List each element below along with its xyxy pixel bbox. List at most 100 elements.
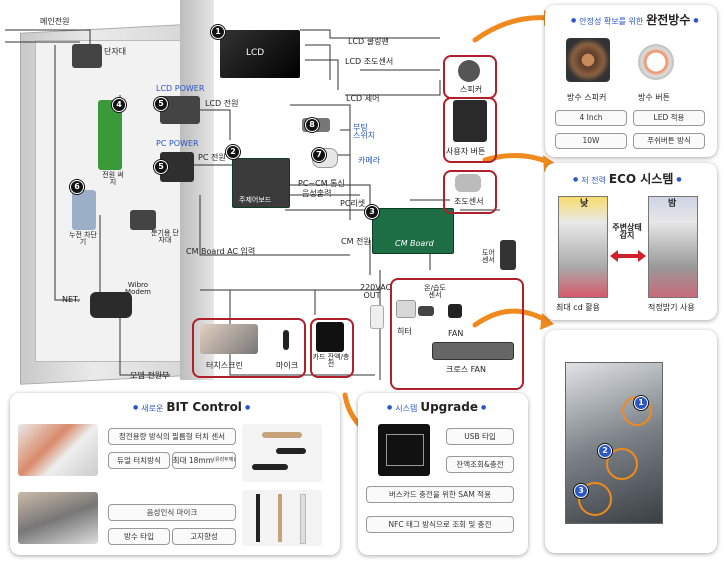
earth-breaker-device <box>72 190 96 230</box>
audio-output-label: 음성출력 <box>302 189 332 198</box>
balance-pill: 잔액조회&충전 <box>446 456 514 473</box>
waterproof-button-spec2: 푸쉬버튼 방식 <box>633 133 705 149</box>
door-sensor-label: 도어 센서 <box>482 249 495 264</box>
bit-touch-image <box>18 492 98 544</box>
pc-cm-comm-label: PC~CM 통신 <box>298 179 345 188</box>
user-button-device <box>453 100 487 142</box>
fan-label: FAN <box>448 329 464 338</box>
waterproof-speaker-spec2: 10W <box>555 133 627 149</box>
net-label: NET. <box>62 295 80 304</box>
dual-touch-pill: 듀얼 터치방식 <box>108 452 170 469</box>
badge-4: 4 <box>112 98 126 112</box>
max-size-text: 최대 18mm <box>172 455 214 465</box>
cm-board-label: CM Board <box>395 239 434 248</box>
booting-switch-label: 부팅 스위치 <box>353 123 376 140</box>
photo-badge-3: 3 <box>574 484 588 498</box>
bit-title-text: BIT Control <box>166 400 242 414</box>
waterproof-speaker-spec1: 4 Inch <box>555 110 627 126</box>
cross-fan-device <box>432 342 514 360</box>
eco-sense-label: 주변상태 감지 <box>612 223 642 240</box>
mic-image <box>242 424 322 482</box>
terminal-block-label: 단자대 <box>104 47 127 56</box>
temp-humidity-device <box>418 306 434 316</box>
cm-board-ac-label: CM Board AC 입력 <box>186 247 256 256</box>
sam-pill: 버스카드 충전을 위한 SAM 적용 <box>366 486 514 503</box>
eco-night-label: 밤 <box>668 199 677 209</box>
waterproof-type-pill: 방수 타입 <box>108 528 170 545</box>
light-sensor-highlight <box>443 170 497 214</box>
user-button-label: 사용자 버튼 <box>446 147 486 156</box>
nfc-pill: NFC 태그 방식으로 조회 및 충전 <box>366 516 514 533</box>
voice-mic-pill: 음성인식 마이크 <box>108 504 236 521</box>
upgrade-title-text: Upgrade <box>420 400 479 414</box>
card-reader-label: 카드 잔액/충전 <box>312 353 350 368</box>
heater-device <box>396 300 416 318</box>
fan-device <box>448 304 462 318</box>
waterproof-prefix: 안정성 확보를 위한 <box>579 17 644 26</box>
speaker-device <box>458 60 480 82</box>
lcd-power-title: LCD POWER <box>156 84 205 93</box>
wibro-modem-label: Wibro Modem <box>125 281 151 296</box>
cm-board: CM Board <box>372 208 454 254</box>
waterproof-button-spec1: LED 적용 <box>633 110 705 126</box>
speaker-label: 스피커 <box>460 85 483 94</box>
main-power-label: 메인전원 <box>40 17 70 26</box>
earth-breaker-label: 누전 차단기 <box>69 231 97 246</box>
branch-terminal-label: 분기용 단자대 <box>151 229 179 244</box>
main-board-label: 주제어보드 <box>239 196 272 204</box>
pc-power-title: PC POWER <box>156 139 199 148</box>
photo-ring-2 <box>606 448 638 480</box>
eco-prefix: 저 전력 <box>581 176 606 185</box>
branch-terminal-device <box>130 210 156 230</box>
ac-out-label: 220VAC OUT <box>360 283 392 300</box>
badge-5b: 5 <box>154 160 168 174</box>
badge-1: 1 <box>211 25 225 39</box>
badge-6: 6 <box>70 180 84 194</box>
camera-label: 카메라 <box>358 156 381 165</box>
touchscreen-device <box>200 324 258 354</box>
badge-7: 7 <box>312 148 326 162</box>
photo-ring-3 <box>578 482 612 516</box>
modem-power-label: 모뎀 전원부 <box>130 371 170 380</box>
waterproof-button-name: 방수 버튼 <box>638 93 670 102</box>
door-sensor-device <box>500 240 516 270</box>
ac-outlet <box>370 305 384 329</box>
lcd-panel: LCD <box>220 30 300 78</box>
photo-badge-2: 2 <box>598 444 612 458</box>
touch-feature-pill: 정전용량 방식의 필름형 터치 센서 <box>108 428 236 445</box>
light-sensor-label: 조도센서 <box>454 197 484 206</box>
env-group-highlight <box>390 278 524 390</box>
main-board: 주제어보드 <box>232 158 290 208</box>
pc-reset-label: PC리셋 <box>340 199 366 208</box>
card-reader-image <box>378 424 430 476</box>
waterproof-button-image <box>638 44 674 80</box>
waterproof-speaker-name: 방수 스피커 <box>567 93 607 102</box>
heater-label: 히터 <box>397 327 412 336</box>
eco-adjust-label: 적정밝기 사용 <box>648 303 695 312</box>
bit-mic-image-2 <box>242 490 322 546</box>
mic-device <box>283 330 289 350</box>
card-reader-highlight <box>310 318 354 378</box>
eco-title-text: ECO 시스템 <box>608 172 674 186</box>
eco-max-label: 최대 cd 활용 <box>556 303 601 312</box>
lcd-control-label: LCD 제어 <box>346 94 380 103</box>
terminal-block <box>72 44 102 68</box>
touchscreen-label: 터치스크린 <box>206 361 243 370</box>
touch-sensor-image <box>18 424 98 476</box>
waterproof-speaker-image <box>566 38 610 82</box>
temp-humidity-label: 온/습도 센서 <box>424 284 446 299</box>
badge-3: 3 <box>365 205 379 219</box>
user-button-highlight <box>443 97 497 163</box>
lcd-cooling-fan-label: LCD 쿨링팬 <box>348 37 389 46</box>
badge-5a: 5 <box>154 97 168 111</box>
wibro-modem-device <box>90 292 132 318</box>
lcd-light-sensor-label: LCD 조도센서 <box>345 57 394 66</box>
mic-label: 마이크 <box>276 361 299 370</box>
eco-day-screen <box>558 196 608 298</box>
lcd-power-label: LCD 전원 <box>205 99 239 108</box>
max-size-pill: 최대 18mm(유리두께) <box>172 452 236 469</box>
